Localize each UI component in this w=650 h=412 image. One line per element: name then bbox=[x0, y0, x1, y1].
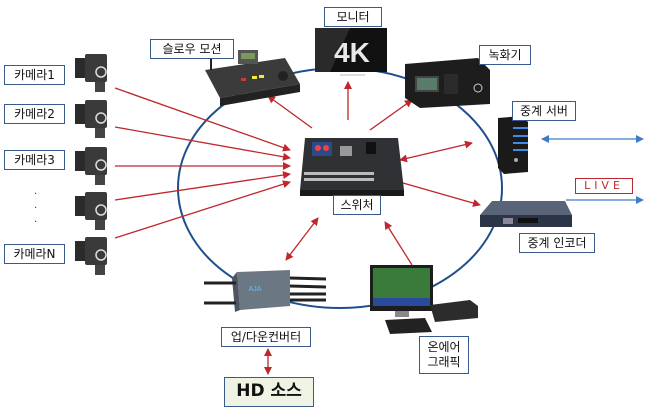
camera-icon bbox=[75, 54, 107, 92]
up-down-converter-label: 업/다운컨버터 bbox=[221, 327, 311, 347]
camera-1-label: 카메라1 bbox=[4, 65, 65, 85]
camera-group bbox=[75, 54, 107, 275]
camera-2-label: 카메라2 bbox=[4, 104, 65, 124]
onair-graphics-icon bbox=[370, 265, 478, 334]
camera-ellipsis: · · · bbox=[34, 189, 38, 228]
hd-source-box: HD 소스 bbox=[224, 377, 314, 407]
arrow-slowmo bbox=[267, 95, 313, 129]
onair-graphics-label-line2: 그래픽 bbox=[427, 355, 461, 369]
recorder-icon bbox=[405, 58, 490, 108]
arrow-converter bbox=[285, 217, 319, 261]
monitor-label: 모니터 bbox=[324, 7, 382, 27]
arrow-server bbox=[399, 140, 473, 163]
camera-icon bbox=[75, 237, 107, 275]
monitor-screen-text: 4K bbox=[334, 37, 370, 68]
camera-3-label: 카메라3 bbox=[4, 150, 65, 170]
relay-encoder-icon bbox=[480, 201, 572, 227]
camera-icon bbox=[75, 147, 107, 185]
live-badge: LIVE bbox=[575, 178, 633, 194]
camera-icon bbox=[75, 100, 107, 138]
relay-server-icon bbox=[498, 116, 528, 174]
relay-encoder-label: 중계 인코더 bbox=[519, 233, 595, 253]
arrow-camera2 bbox=[114, 126, 291, 161]
up-down-converter-icon: AJA bbox=[204, 270, 327, 312]
converter-brand-text: AJA bbox=[249, 286, 262, 293]
relay-server-label: 중계 서버 bbox=[512, 101, 576, 121]
camera-n-label: 카메라N bbox=[4, 244, 65, 264]
camera-arrows bbox=[114, 87, 291, 239]
camera-icon bbox=[75, 192, 107, 230]
arrow-cameraN bbox=[114, 180, 291, 239]
monitor-icon: 4K bbox=[315, 28, 387, 76]
arrow-graphics bbox=[384, 221, 413, 266]
switcher-label: 스위처 bbox=[333, 195, 381, 215]
slow-motion-label: 슬로우 모션 bbox=[150, 39, 234, 59]
recorder-label: 녹화기 bbox=[479, 45, 531, 65]
arrow-camera1 bbox=[114, 87, 291, 152]
switcher-icon bbox=[300, 138, 404, 196]
onair-graphics-label: 온에어 그래픽 bbox=[419, 336, 469, 374]
arrow-encoder bbox=[402, 182, 481, 207]
onair-graphics-label-line1: 온에어 bbox=[427, 340, 461, 354]
arrow-recorder bbox=[369, 99, 413, 131]
arrow-camera4 bbox=[114, 171, 291, 201]
